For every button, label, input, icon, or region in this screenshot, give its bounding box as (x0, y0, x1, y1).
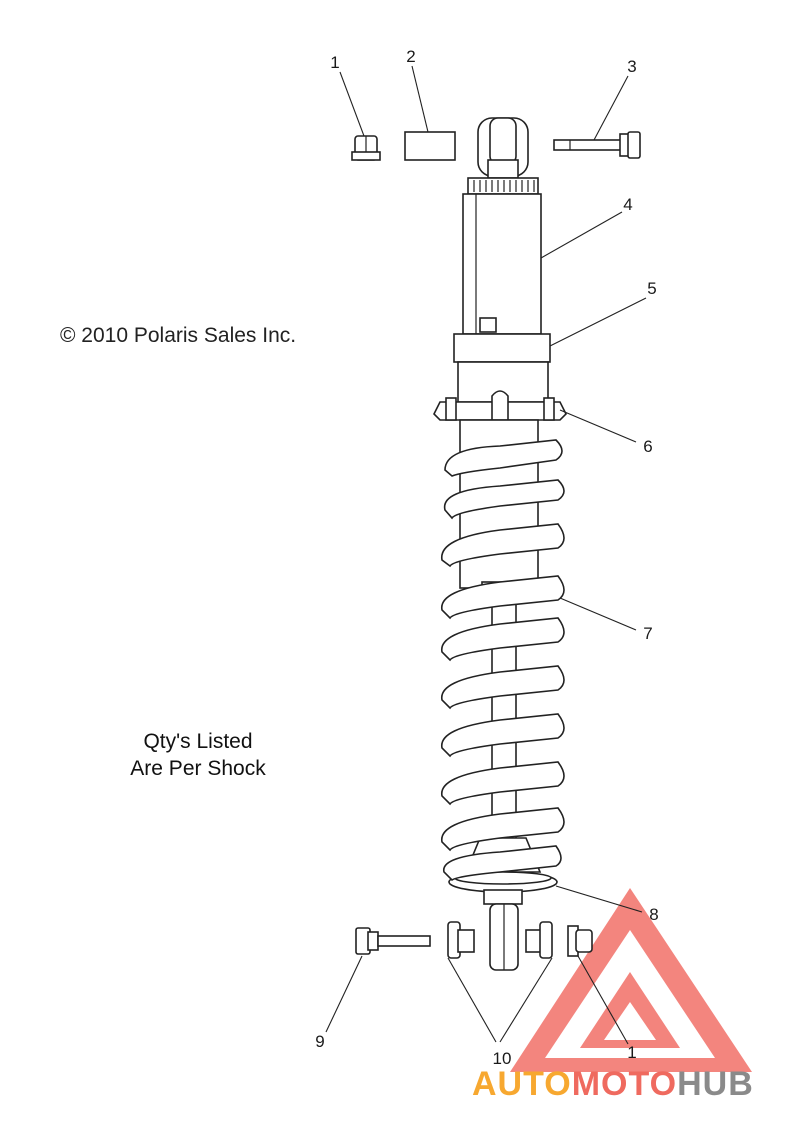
callout-1-top: 1 (330, 53, 339, 72)
watermark-text: AUTOMOTOHUB (472, 1065, 754, 1103)
bolt-top (553, 131, 641, 159)
callout-3: 3 (627, 57, 636, 76)
bushing-right (525, 921, 553, 959)
shock-body (433, 117, 567, 971)
callout-7: 7 (643, 624, 652, 643)
watermark-moto: MOTO (572, 1065, 677, 1103)
callout-2: 2 (406, 47, 415, 66)
callout-10: 10 (493, 1049, 512, 1068)
qty-note-line1: Qty's Listed (143, 730, 252, 753)
callout-6: 6 (643, 437, 652, 456)
callout-4: 4 (623, 195, 632, 214)
leader-lines (325, 65, 647, 1045)
spacer (404, 131, 456, 161)
callout-5: 5 (647, 279, 656, 298)
qty-note-line2: Are Per Shock (130, 757, 266, 780)
copyright-text: © 2010 Polaris Sales Inc. (60, 324, 296, 347)
callout-8: 8 (649, 905, 658, 924)
bolt-bottom (355, 927, 431, 955)
coil-spring (441, 439, 565, 882)
bushing-left (447, 921, 475, 959)
flange-nut-top (351, 135, 381, 161)
watermark-logo (510, 888, 752, 1072)
callout-9: 9 (315, 1032, 324, 1051)
callout-1-bottom: 1 (627, 1043, 636, 1062)
watermark-auto: AUTO (472, 1065, 572, 1103)
watermark-hub: HUB (677, 1065, 754, 1103)
flange-nut-bottom (567, 925, 593, 957)
